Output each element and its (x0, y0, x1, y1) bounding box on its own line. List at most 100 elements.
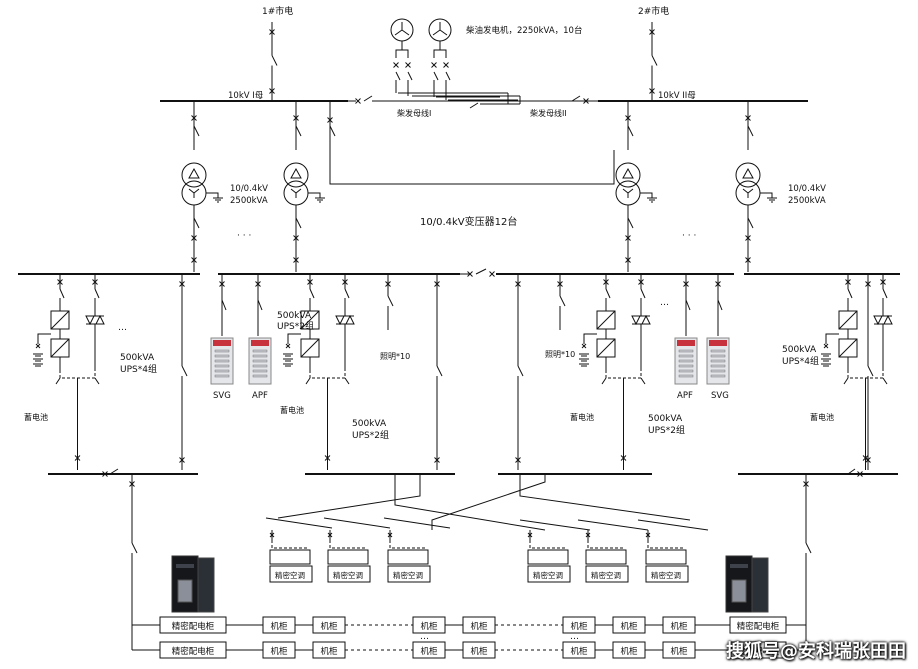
breaker-mark (625, 115, 631, 121)
cabinet-module (214, 374, 230, 378)
pdu-cabinet-image (725, 555, 769, 613)
rack-label: 机柜 (320, 646, 338, 657)
transformer-voltage-label: 10/0.4kV (230, 184, 268, 194)
cabinet-module (214, 369, 230, 373)
crac-label-box (327, 565, 371, 583)
breaker-mark (191, 115, 197, 121)
svg-label: SVG (213, 391, 231, 401)
crac-label-box (585, 565, 629, 583)
breaker-mark (585, 532, 591, 538)
switch-blade (651, 55, 658, 66)
ups-output (847, 370, 884, 379)
pdu-label: 精密配电柜 (172, 621, 215, 632)
pdu-label: 精密配电柜 (737, 621, 780, 632)
wire (440, 49, 447, 58)
ac-unit-box (645, 549, 687, 565)
breaker-mark (845, 279, 851, 285)
breaker-mark (307, 279, 313, 285)
breaker-mark (745, 235, 751, 241)
switch-blade (59, 288, 65, 299)
ellipsis: · · · (237, 231, 251, 241)
pdu-breaker (731, 579, 747, 603)
grid-2-label: 2#市电 (638, 5, 669, 17)
svg-cabinet-image (210, 337, 234, 385)
svg-label: SVG (711, 391, 729, 401)
wye-symbol (290, 188, 297, 194)
switch-blade (395, 71, 401, 81)
battery-wire (583, 333, 597, 344)
wire (402, 49, 409, 58)
cabinet-module (214, 359, 230, 363)
apf-cabinet-image (674, 337, 698, 385)
cabinet-module (678, 374, 694, 378)
switch-blade (717, 299, 723, 311)
breaker-mark (857, 471, 863, 477)
ac-unit-box (585, 549, 627, 565)
ups-label: 500kVA (352, 419, 387, 429)
breaker-mark (443, 62, 449, 68)
switch-blade (193, 217, 200, 229)
battery-wire (287, 333, 301, 344)
delta-symbol (742, 167, 754, 179)
breaker-mark (489, 271, 495, 277)
switch-blade (469, 102, 479, 109)
rack-label: 机柜 (670, 621, 688, 632)
wye-symbol (193, 188, 200, 194)
thyristor (85, 315, 95, 326)
ground-wire (308, 192, 321, 198)
breaker-mark (431, 62, 437, 68)
inverter-slash (300, 338, 320, 358)
switch-blade (627, 217, 634, 229)
cabinet-module (678, 349, 694, 353)
cabinet-top (677, 340, 695, 346)
breaker-mark (219, 281, 225, 287)
breaker-mark (638, 279, 644, 285)
rectifier-slash (596, 310, 616, 330)
switch-blade (601, 377, 607, 385)
apf-cabinet-image (248, 337, 272, 385)
rack-label: 机柜 (420, 621, 438, 632)
ups-label: 500kVA (648, 414, 683, 424)
rectifier-slash (50, 310, 70, 330)
ground-wire (760, 192, 773, 198)
cabinet-module (252, 349, 268, 353)
switch-blade (344, 377, 350, 385)
cabinet-module (252, 359, 268, 363)
breaker-mark (74, 455, 81, 461)
generator-symbol (394, 29, 403, 36)
rack-label: 机柜 (570, 646, 588, 657)
delta-symbol (290, 167, 302, 179)
ups-output (59, 370, 96, 379)
ups-label: 500kVA (277, 311, 312, 321)
battery-wire (37, 333, 51, 344)
switch-blade (257, 299, 263, 311)
ac-wire (529, 540, 566, 549)
breaker-mark (255, 281, 261, 287)
switch-blade (193, 125, 200, 137)
wire (433, 41, 441, 58)
breaker-mark (434, 457, 440, 463)
breaker-mark (129, 481, 135, 487)
transformer-coil (283, 162, 309, 188)
pdu-cabinet-image (171, 555, 215, 613)
breaker-mark (179, 457, 185, 463)
ac-wire (647, 540, 684, 549)
switch-blade (363, 95, 373, 102)
crac-label-box (269, 565, 313, 583)
wye-symbol (747, 188, 754, 194)
breaker-mark (191, 257, 197, 263)
breaker-mark (803, 481, 809, 487)
breaker-mark (467, 271, 473, 277)
switch-blade (747, 125, 754, 137)
ellipsis: … (660, 298, 669, 308)
ups-output (605, 370, 642, 379)
crac-label: 精密空调 (275, 570, 305, 580)
breaker-mark (515, 281, 521, 287)
generator-symbol (401, 29, 410, 36)
inverter-slash (596, 338, 616, 358)
switch-blade (640, 377, 646, 385)
breaker-mark (293, 115, 299, 121)
transformer-voltage-label: 10/0.4kV (788, 184, 826, 194)
transformer-coil (615, 162, 641, 188)
battery-label: 蓄电池 (24, 412, 48, 422)
